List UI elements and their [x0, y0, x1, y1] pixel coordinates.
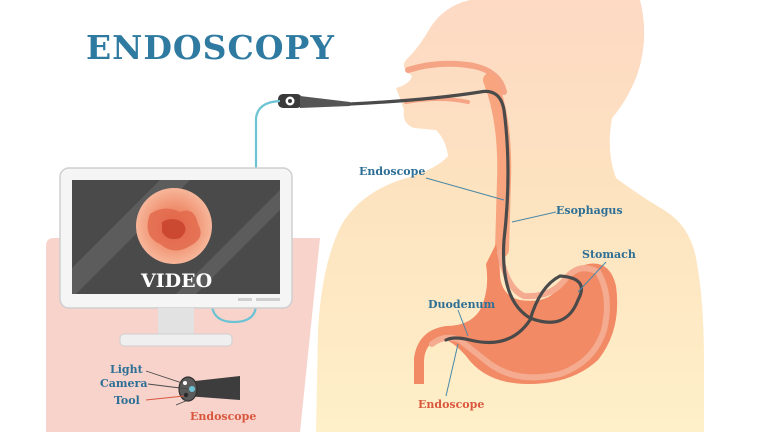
nasal-passage	[405, 60, 507, 95]
endoscope-handle	[278, 94, 350, 108]
leader-stomach	[577, 261, 607, 293]
diagram-title: ENDOSCOPY	[86, 28, 335, 67]
leader-endoscope-lower	[445, 343, 459, 397]
label-endoscope-upper: Endoscope	[359, 165, 426, 178]
video-monitor	[59, 167, 293, 347]
label-esophagus: Esophagus	[556, 204, 623, 217]
leader-endoscope-upper	[425, 177, 505, 201]
label-endoscope-lower: Endoscope	[418, 398, 485, 411]
video-cable	[254, 99, 281, 168]
esophagus-tube	[483, 73, 512, 257]
leader-duodenum	[457, 309, 469, 337]
inset-label-endoscope: Endoscope	[190, 410, 257, 423]
inset-label-tool: Tool	[114, 394, 140, 407]
endoscope-tip-inset	[145, 370, 240, 406]
inset-label-camera: Camera	[100, 377, 148, 390]
inset-label-light: Light	[110, 363, 143, 376]
endoscope-path-body	[348, 89, 583, 345]
monitor-screen-text: VIDEO	[141, 270, 213, 292]
leader-esophagus	[511, 211, 557, 223]
video-cable-lower	[210, 300, 258, 324]
label-stomach: Stomach	[582, 248, 636, 261]
label-duodenum: Duodenum	[428, 298, 496, 311]
